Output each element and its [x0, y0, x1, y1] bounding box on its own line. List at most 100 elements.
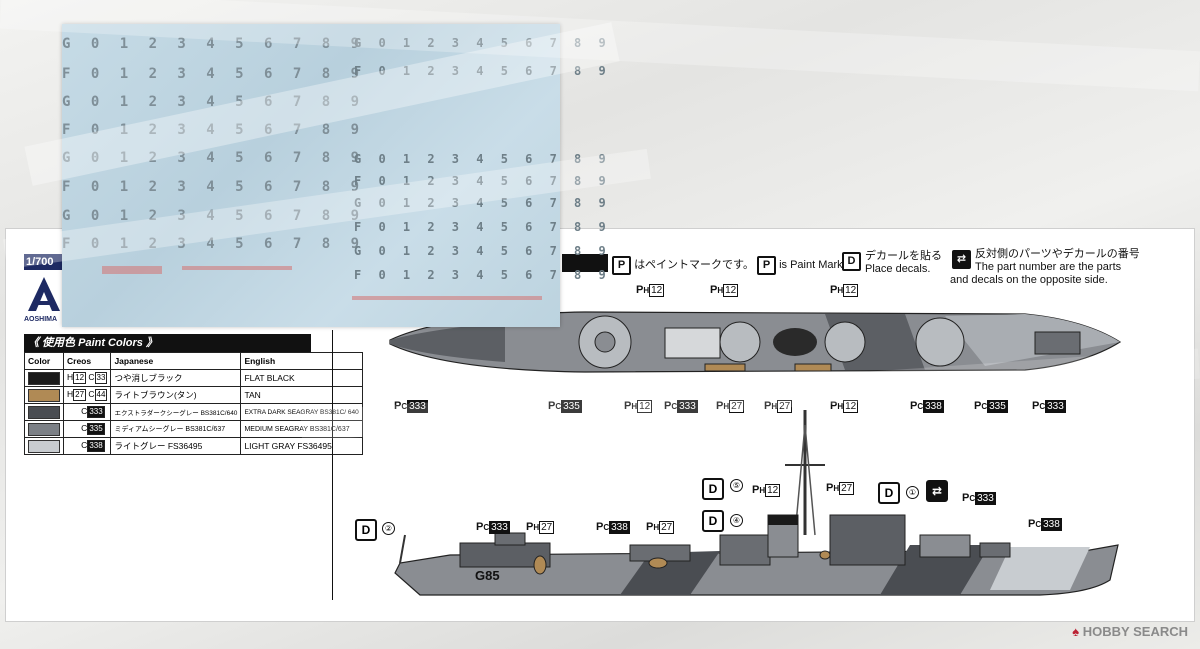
decal-row: G 0 1 2 3 4 5 6 7 8 9	[62, 208, 366, 224]
circled-number: ⑤	[730, 479, 743, 492]
circled-number: ①	[906, 486, 919, 499]
japanese-name: つや消しブラック	[110, 369, 242, 387]
japanese-name: エクストラダークシーグレー BS381C/640	[110, 403, 242, 421]
decal-row: F 0 1 2 3 4 5 6 7 8 9	[62, 236, 366, 252]
decal-row: G 0 1 2 3 4 5 6 7 8 9	[354, 36, 611, 50]
decal-row: G 0 1 2 3 4 5 6 7 8 9	[62, 150, 366, 166]
english-name: EXTRA DARK SEAGRAY BS381C/ 640	[240, 403, 363, 421]
hull-code: G85	[475, 568, 500, 583]
opposite-side-icon: ⇄	[952, 250, 971, 269]
c-code: 338	[87, 440, 105, 452]
paint-mark-icon: P	[757, 256, 777, 275]
scale-badge: 1/700	[24, 254, 66, 270]
ship-top-view	[389, 311, 1122, 373]
section-divider	[332, 330, 333, 600]
english-name: TAN	[240, 386, 363, 404]
decal-row: F 0 1 2 3 4 5 6 7 8 9	[354, 64, 611, 78]
ship-side-view	[394, 410, 1119, 596]
decal-row: F 0 1 2 3 4 5 6 7 8 9	[354, 174, 611, 188]
decal-legend: D デカールを貼る Place decals.	[842, 250, 942, 276]
table-header-row: Color Creos Japanese English	[24, 352, 363, 370]
header-color: Color	[24, 352, 64, 370]
paint-mark-legend: P はペイントマークです。 P is Paint Mark.	[612, 256, 846, 275]
paint-mark-en: is Paint Mark.	[779, 259, 846, 271]
watermark: ♠ HOBBY SEARCH	[1072, 624, 1188, 639]
c-code: 335	[87, 423, 105, 435]
header-english: English	[240, 352, 363, 370]
decal-row: F 0 1 2 3 4 5 6 7 8 9	[62, 66, 366, 82]
brand-name: AOSHIMA	[24, 316, 58, 323]
circled-number: ④	[730, 514, 743, 527]
c-code: 44	[94, 389, 108, 401]
color-swatch	[28, 405, 60, 419]
color-swatch	[28, 388, 60, 402]
decal-row: G 0 1 2 3 4 5 6 7 8 9	[354, 244, 611, 258]
english-name: FLAT BLACK	[240, 369, 363, 387]
decal-row: G 0 1 2 3 4 5 6 7 8 9	[62, 36, 366, 52]
english-name: MEDIUM SEAGRAY BS381C/637	[240, 420, 363, 438]
decal-marker: D	[878, 482, 900, 504]
c-code: 33	[94, 372, 108, 384]
decal-row: F 0 1 2 3 4 5 6 7 8 9	[354, 220, 611, 234]
decal-marker: D	[702, 478, 724, 500]
paint-colors-title: 《 使用色 Paint Colors 》	[24, 334, 311, 352]
japanese-name: ライトブラウン(タン)	[110, 386, 242, 404]
opposite-en-2: and decals on the opposite side.	[950, 274, 1108, 286]
c-code: 333	[87, 406, 105, 418]
english-name: LIGHT GRAY FS36495	[240, 437, 363, 455]
decal-stripe	[352, 296, 542, 300]
header-japanese: Japanese	[110, 352, 242, 370]
opposite-jp: 反対側のパーツやデカールの番号	[975, 248, 1140, 260]
watermark-icon: ♠	[1072, 624, 1080, 639]
paint-mark-icon: P	[612, 256, 631, 275]
japanese-name: ライトグレー FS36495	[110, 437, 242, 455]
decal-jp: デカールを貼る	[865, 250, 942, 262]
decal-row: F 0 1 2 3 4 5 6 7 8 9	[62, 122, 366, 138]
brand-logo-icon	[28, 277, 60, 311]
decal-row: G 0 1 2 3 4 5 6 7 8 9	[354, 152, 611, 166]
japanese-name: ミディアムシーグレー BS381C/637	[110, 420, 242, 438]
color-swatch	[28, 371, 60, 385]
decal-row: F 0 1 2 3 4 5 6 7 8 9	[354, 268, 611, 282]
watermark-text: HOBBY SEARCH	[1082, 624, 1188, 639]
decal-en: Place decals.	[865, 263, 931, 275]
h-code: 27	[73, 389, 87, 401]
decal-row: G 0 1 2 3 4 5 6 7 8 9	[354, 196, 611, 210]
decal-sheet: G 0 1 2 3 4 5 6 7 8 9 F 0 1 2 3 4 5 6 7 …	[3, 22, 651, 327]
opposite-legend: ⇄ 反対側のパーツやデカールの番号 The part number are th…	[950, 248, 1140, 287]
h-code: 12	[73, 372, 87, 384]
paint-mark-jp: はペイントマークです。	[634, 259, 754, 271]
decal-marker: D	[702, 510, 724, 532]
decal-stripe	[182, 266, 292, 270]
circled-number: ②	[382, 522, 395, 535]
color-swatch	[28, 439, 60, 453]
decal-row: G 0 1 2 3 4 5 6 7 8 9	[62, 94, 366, 110]
header-bar	[562, 254, 608, 272]
color-swatch	[28, 422, 60, 436]
